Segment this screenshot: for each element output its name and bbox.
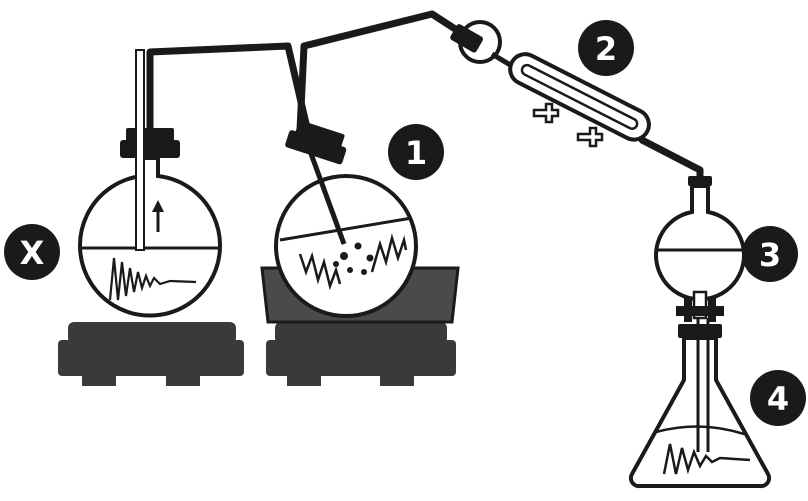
flask-3 [654,176,746,322]
label-badge-x: X [4,224,60,280]
svg-text:3: 3 [759,236,781,274]
flask-4 [628,318,772,489]
flask-1 [274,120,418,318]
label-badge-2: 2 [578,20,634,76]
oscillation-wave-icon [108,257,197,301]
oscillation-wave-icon [370,233,408,273]
hotplate-right [266,322,456,386]
flask-x [78,49,222,318]
label-badge-4: 4 [750,370,806,426]
water-inlet-icon [532,102,604,148]
bubble-icon [333,242,374,275]
svg-text:2: 2 [595,30,617,68]
oscillation-wave-icon [662,443,751,475]
svg-text:4: 4 [767,380,789,418]
hotplate-left [58,322,244,386]
label-badge-1: 1 [388,124,444,180]
oscillation-wave-icon [298,251,342,291]
label-badge-3: 3 [742,226,798,282]
up-arrow-icon [152,200,164,232]
svg-text:X: X [20,234,45,272]
svg-text:1: 1 [405,134,427,172]
stopcock-icon [676,298,724,322]
glass-joint [450,20,502,64]
condenser-2 [490,51,651,148]
